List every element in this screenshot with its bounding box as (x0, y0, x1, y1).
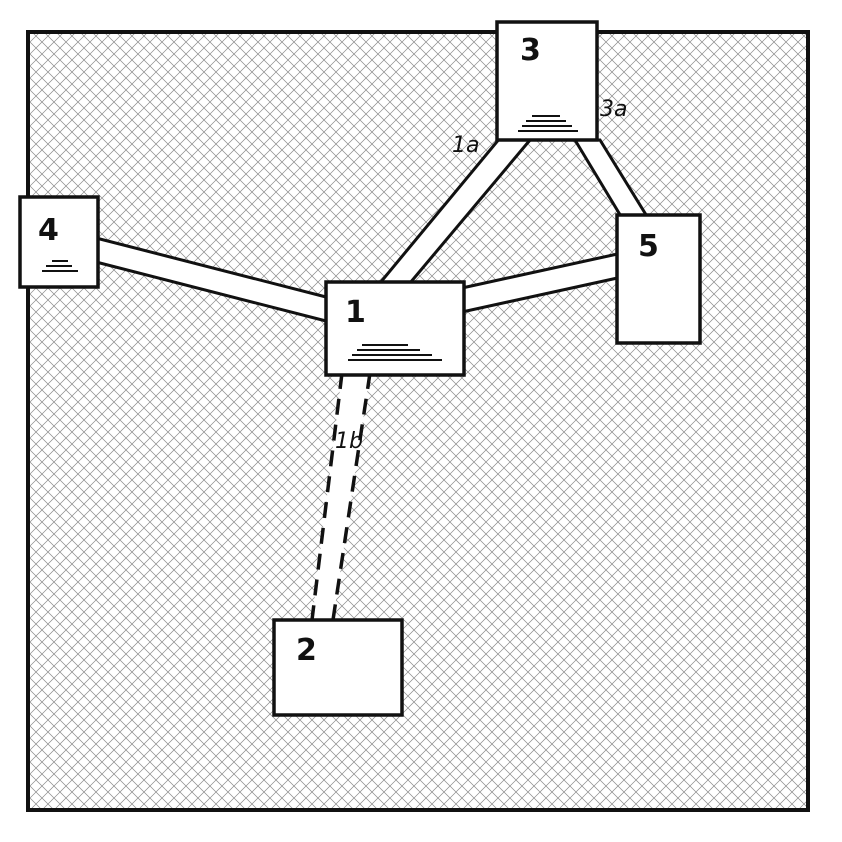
room-4: 4 (18, 195, 100, 289)
stairs-icon (348, 344, 442, 361)
room-3: 3 (495, 20, 599, 142)
room-4-label: 4 (38, 213, 59, 248)
room-5: 5 (615, 213, 702, 345)
corridor-3a-label: 3a (600, 97, 627, 122)
corridor-1b-label: 1b (335, 429, 363, 454)
room-2-label: 2 (296, 633, 317, 668)
room-1-label: 1 (345, 295, 366, 330)
rock-area (26, 30, 810, 812)
stairs-icon (42, 260, 78, 272)
room-5-label: 5 (638, 229, 659, 264)
corridor-1-2 (310, 372, 372, 621)
corridor-1a-label: 1a (452, 133, 479, 158)
room-3-label: 3 (520, 33, 541, 68)
room-1: 1 (324, 280, 466, 377)
stairs-icon (518, 115, 578, 132)
room-2: 2 (272, 618, 404, 717)
